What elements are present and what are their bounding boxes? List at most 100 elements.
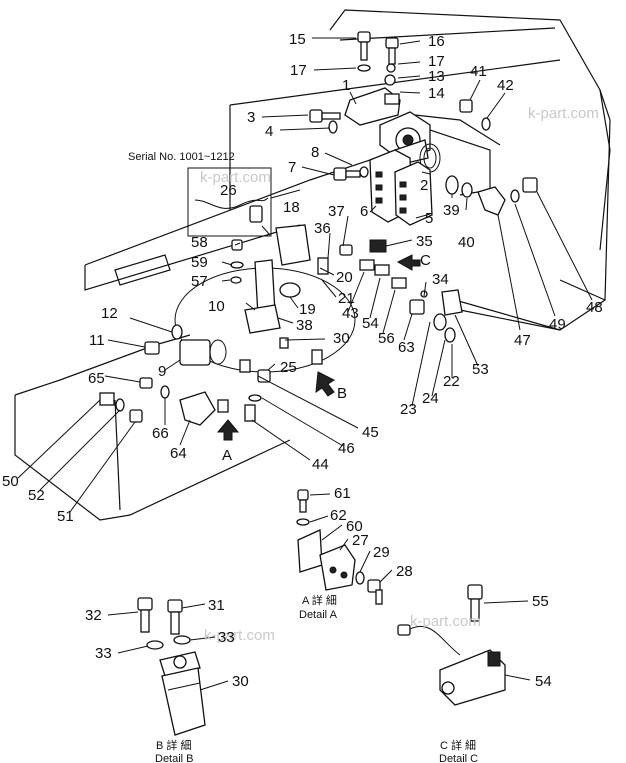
callout-21: 21	[338, 290, 355, 307]
watermark: k-part.com	[204, 627, 275, 644]
callout-37: 37	[328, 203, 345, 220]
detail-a-drawing	[296, 489, 383, 605]
callout-30: 30	[333, 330, 350, 347]
callout-33: 33	[218, 629, 235, 646]
callout-54: 54	[362, 315, 379, 332]
view-arrow-a	[216, 419, 240, 441]
leader-lines	[17, 37, 593, 691]
manifold-stack	[369, 149, 433, 226]
view-arrow-c	[396, 254, 421, 271]
detail-c-drawing	[397, 584, 506, 706]
callout-8: 8	[311, 144, 319, 161]
callout-9: 9	[158, 363, 166, 380]
callout-55: 55	[532, 593, 549, 610]
callout-57: 57	[191, 273, 208, 290]
detail-captions: A 詳 細 Detail A B 詳 細 Detail B C 詳 細 Deta…	[155, 593, 478, 763]
watermark: k-part.com	[528, 105, 599, 122]
callout-58: 58	[191, 234, 208, 251]
callout-25: 25	[280, 359, 297, 376]
pilot-block	[244, 224, 311, 334]
machine-frame-outline	[14, 9, 611, 521]
callout-56: 56	[378, 330, 395, 347]
callout-31: 31	[208, 597, 225, 614]
callout-12: 12	[101, 305, 118, 322]
callout-17: 17	[428, 53, 445, 70]
callout-43: 43	[342, 305, 359, 322]
callout-40: 40	[458, 234, 475, 251]
callout-29: 29	[373, 544, 390, 561]
callout-20: 20	[336, 269, 353, 286]
callout-10: 10	[208, 298, 225, 315]
callout-52: 52	[28, 487, 45, 504]
callout-65: 65	[88, 370, 105, 387]
callout-35: 35	[416, 233, 433, 250]
callout-61: 61	[334, 485, 351, 502]
callout-66: 66	[152, 425, 169, 442]
callout-64: 64	[170, 445, 187, 462]
callout-53: 53	[472, 361, 489, 378]
callout-39: 39	[443, 202, 460, 219]
detail-a-caption-en: Detail A	[299, 609, 338, 621]
callout-4: 4	[265, 123, 273, 140]
callout-32: 32	[85, 607, 102, 624]
callout-23: 23	[400, 401, 417, 418]
callout-7: 7	[288, 159, 296, 176]
detail-b-caption-en: Detail B	[155, 753, 194, 763]
detail-c-caption-jp: C 詳 細	[440, 738, 476, 752]
callout-45: 45	[362, 424, 379, 441]
callout-2: 2	[420, 177, 428, 194]
callout-38: 38	[296, 317, 313, 334]
serial-inset-box	[187, 167, 301, 237]
callout-41: 41	[470, 63, 487, 80]
callout-62: 62	[330, 507, 347, 524]
callout-11: 11	[89, 332, 105, 349]
callout-47: 47	[514, 332, 531, 349]
detail-c-caption-en: Detail C	[439, 753, 478, 763]
callout-26: 26	[220, 182, 237, 199]
callout-19: 19	[299, 301, 316, 318]
callout-24: 24	[422, 390, 439, 407]
callout-6: 6	[360, 203, 368, 220]
bolts-top	[309, 31, 399, 181]
callout-13: 13	[428, 68, 445, 85]
callout-3: 3	[247, 109, 255, 126]
callout-63: 63	[398, 339, 415, 356]
callout-30: 30	[232, 673, 249, 690]
callout-59: 59	[191, 254, 208, 271]
valve-assembly	[344, 63, 441, 173]
callout-60: 60	[346, 518, 363, 535]
callout-14: 14	[428, 85, 445, 102]
callout-54: 54	[535, 673, 552, 690]
detail-b-drawing	[137, 597, 206, 736]
callout-28: 28	[396, 563, 413, 580]
callout-18: 18	[283, 199, 300, 216]
callout-42: 42	[497, 77, 514, 94]
detail-b-caption-jp: B 詳 細	[156, 738, 191, 752]
view-label-c: C	[420, 252, 431, 269]
view-label-b: B	[337, 385, 347, 402]
callout-46: 46	[338, 440, 355, 457]
callout-16: 16	[428, 33, 445, 50]
view-label-a: A	[222, 447, 232, 464]
callout-17: 17	[290, 62, 307, 79]
callout-1: 1	[342, 77, 350, 94]
callout-50: 50	[2, 473, 19, 490]
callout-33: 33	[95, 645, 112, 662]
callout-49: 49	[549, 316, 566, 333]
left-components	[144, 239, 323, 373]
watermark: k-part.com	[200, 169, 271, 186]
callout-44: 44	[312, 456, 329, 473]
center-fittings	[317, 239, 463, 343]
lower-valve	[99, 369, 271, 426]
callout-51: 51	[57, 508, 74, 525]
view-arrow-b	[315, 371, 335, 397]
detail-a-caption-jp: A 詳 細	[302, 593, 337, 607]
callout-numbers: 15 16 17 17 13 14 1 3 4 8 7 41 42 2 6 5 …	[2, 31, 603, 690]
callout-5: 5	[425, 210, 433, 227]
callout-36: 36	[314, 220, 331, 237]
callout-48: 48	[586, 299, 603, 316]
right-fittings	[445, 99, 538, 216]
serial-note: Serial No. 1001~1212	[128, 151, 235, 163]
callout-27: 27	[352, 532, 369, 549]
